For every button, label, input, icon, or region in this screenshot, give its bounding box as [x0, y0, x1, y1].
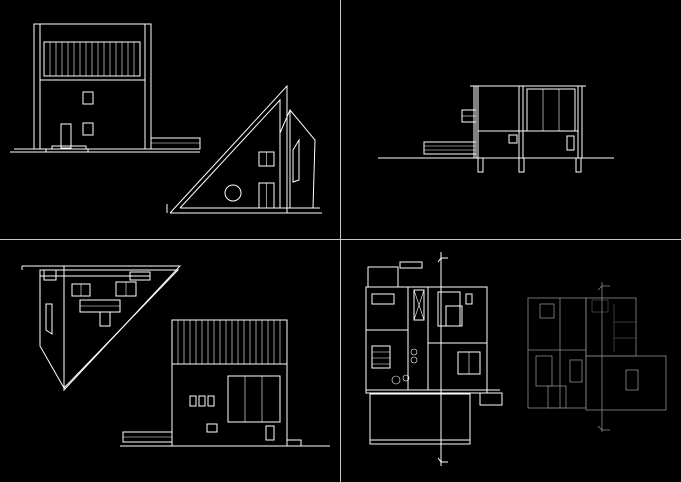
- window: [82, 122, 94, 136]
- door: [60, 123, 72, 149]
- rotated-triangular-elevation: [21, 265, 182, 392]
- deck: [423, 141, 477, 155]
- window: [82, 91, 94, 105]
- ground-floor-plan: [365, 252, 503, 466]
- deck: [150, 137, 201, 150]
- rear-elevation: [120, 319, 330, 447]
- front-elevation: [10, 23, 201, 153]
- side-elevation-triangular: [166, 84, 322, 214]
- roof-battens: [49, 42, 135, 76]
- upper-floor-plan: [527, 282, 667, 432]
- round-window: [224, 184, 242, 202]
- building-section: [378, 85, 614, 173]
- roof-battens: [177, 320, 281, 364]
